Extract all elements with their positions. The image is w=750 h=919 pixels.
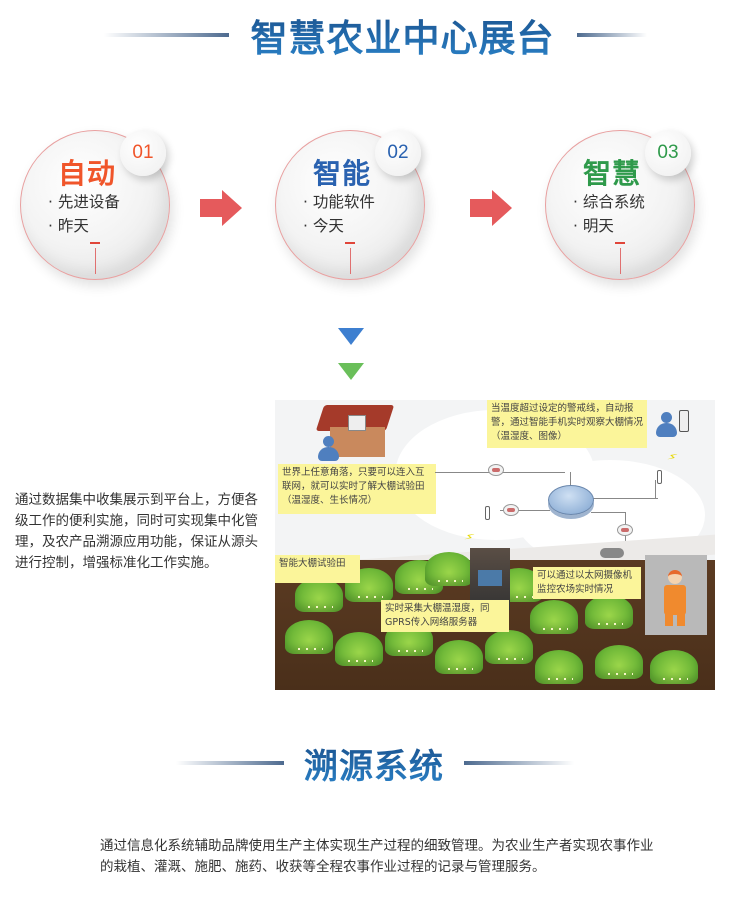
plant-icon — [295, 578, 343, 612]
farmer-head — [668, 570, 682, 584]
house-icon — [315, 405, 395, 460]
section-title: 溯源系统 — [304, 739, 444, 788]
user-icon — [317, 436, 339, 462]
arrow-right-icon — [200, 190, 242, 226]
stage-marker — [345, 242, 355, 244]
note-greenhouse: 智能大棚试验田 — [275, 555, 360, 583]
router-icon — [503, 504, 519, 516]
note-gprs: 实时采集大棚温湿度，同GPRS传入网络服务器 — [381, 600, 509, 632]
stage-item: 明天 — [573, 214, 645, 238]
stage-title: 智慧 — [583, 157, 642, 190]
plant-icon — [425, 552, 473, 586]
wireless-signal-icon: ⚡ — [665, 448, 680, 466]
network-wire — [591, 512, 625, 513]
stage-item: 综合系统 — [573, 190, 645, 214]
stage-smart: 03 智慧 综合系统 明天 — [545, 130, 695, 280]
antenna-icon — [485, 506, 490, 520]
stage-items: 功能软件 今天 — [303, 190, 375, 238]
note-remote-access: 世界上任意角落，只要可以连入互联网，就可以实时了解大棚试验田（温湿度、生长情况） — [278, 464, 436, 514]
triangle-down-icon — [338, 363, 364, 380]
note-alarm: 当温度超过设定的警戒线，自动报警，通过智能手机实时观察大棚情况（温湿度、图像） — [487, 400, 647, 448]
stage-number-badge: 03 — [645, 130, 691, 176]
sensor-photo — [470, 548, 510, 610]
note-camera: 可以通过以太网摄像机监控农场实时情况 — [533, 567, 641, 599]
farmer-legs — [665, 614, 685, 626]
stage-item: 今天 — [303, 214, 375, 238]
plant-icon — [585, 595, 633, 629]
stage-automatic: 01 自动 先进设备 昨天 — [20, 130, 170, 280]
mobile-phone-icon — [679, 410, 689, 432]
network-wire — [655, 480, 656, 498]
stage-stem-line — [619, 248, 621, 274]
triangle-down-icon — [338, 328, 364, 345]
plant-icon — [530, 600, 578, 634]
ethernet-camera-icon — [600, 548, 624, 558]
stage-marker — [615, 242, 625, 244]
farmer-body — [664, 585, 686, 615]
stage-marker — [90, 242, 100, 244]
traceability-heading: 溯源系统 — [0, 738, 750, 788]
plant-icon — [435, 640, 483, 674]
stage-items: 综合系统 明天 — [573, 190, 645, 238]
heading-divider-right — [576, 33, 647, 37]
page-title: 智慧农业中心展台 — [251, 8, 555, 62]
plant-icon — [650, 650, 698, 684]
plant-icon — [595, 645, 643, 679]
traceability-description: 通过信息化系统辅助品牌使用生产主体实现生产过程的细致管理。为农业生产者实现农事作… — [100, 838, 654, 875]
plant-icon — [485, 630, 533, 664]
plant-icon — [535, 650, 583, 684]
stage-intelligent: 02 智能 功能软件 今天 — [275, 130, 425, 280]
arrow-right-icon — [470, 190, 512, 226]
network-wire — [625, 512, 626, 562]
stage-item: 先进设备 — [48, 190, 120, 214]
main-heading: 智慧农业中心展台 — [0, 10, 750, 60]
stage-item: 功能软件 — [303, 190, 375, 214]
router-icon — [617, 524, 633, 536]
stage-item: 昨天 — [48, 214, 120, 238]
router-icon — [488, 464, 504, 476]
stage-items: 先进设备 昨天 — [48, 190, 120, 238]
stage-title: 自动 — [58, 157, 117, 190]
stage-number-badge: 02 — [375, 130, 421, 176]
network-wire — [570, 472, 571, 487]
stage-title: 智能 — [313, 157, 372, 190]
heading-divider-right — [464, 761, 574, 765]
stage-stem-line — [349, 248, 351, 274]
antenna-icon — [657, 470, 662, 484]
network-server-icon — [548, 485, 594, 515]
stage-stem-line — [94, 248, 96, 274]
user-icon — [655, 412, 677, 438]
heading-divider-left — [176, 761, 284, 765]
platform-description: 通过数据集中收集展示到平台上，方便各级工作的便利实施，同时可实现集中化管理，及农… — [15, 492, 258, 571]
plant-icon — [285, 620, 333, 654]
plant-icon — [335, 632, 383, 666]
heading-divider-left — [103, 33, 229, 37]
network-wire — [500, 510, 550, 511]
stage-number-badge: 01 — [120, 130, 166, 176]
network-wire — [593, 498, 658, 499]
smart-farm-network-illustration: 世界上任意角落，只要可以连入互联网，就可以实时了解大棚试验田（温湿度、生长情况）… — [275, 400, 715, 690]
